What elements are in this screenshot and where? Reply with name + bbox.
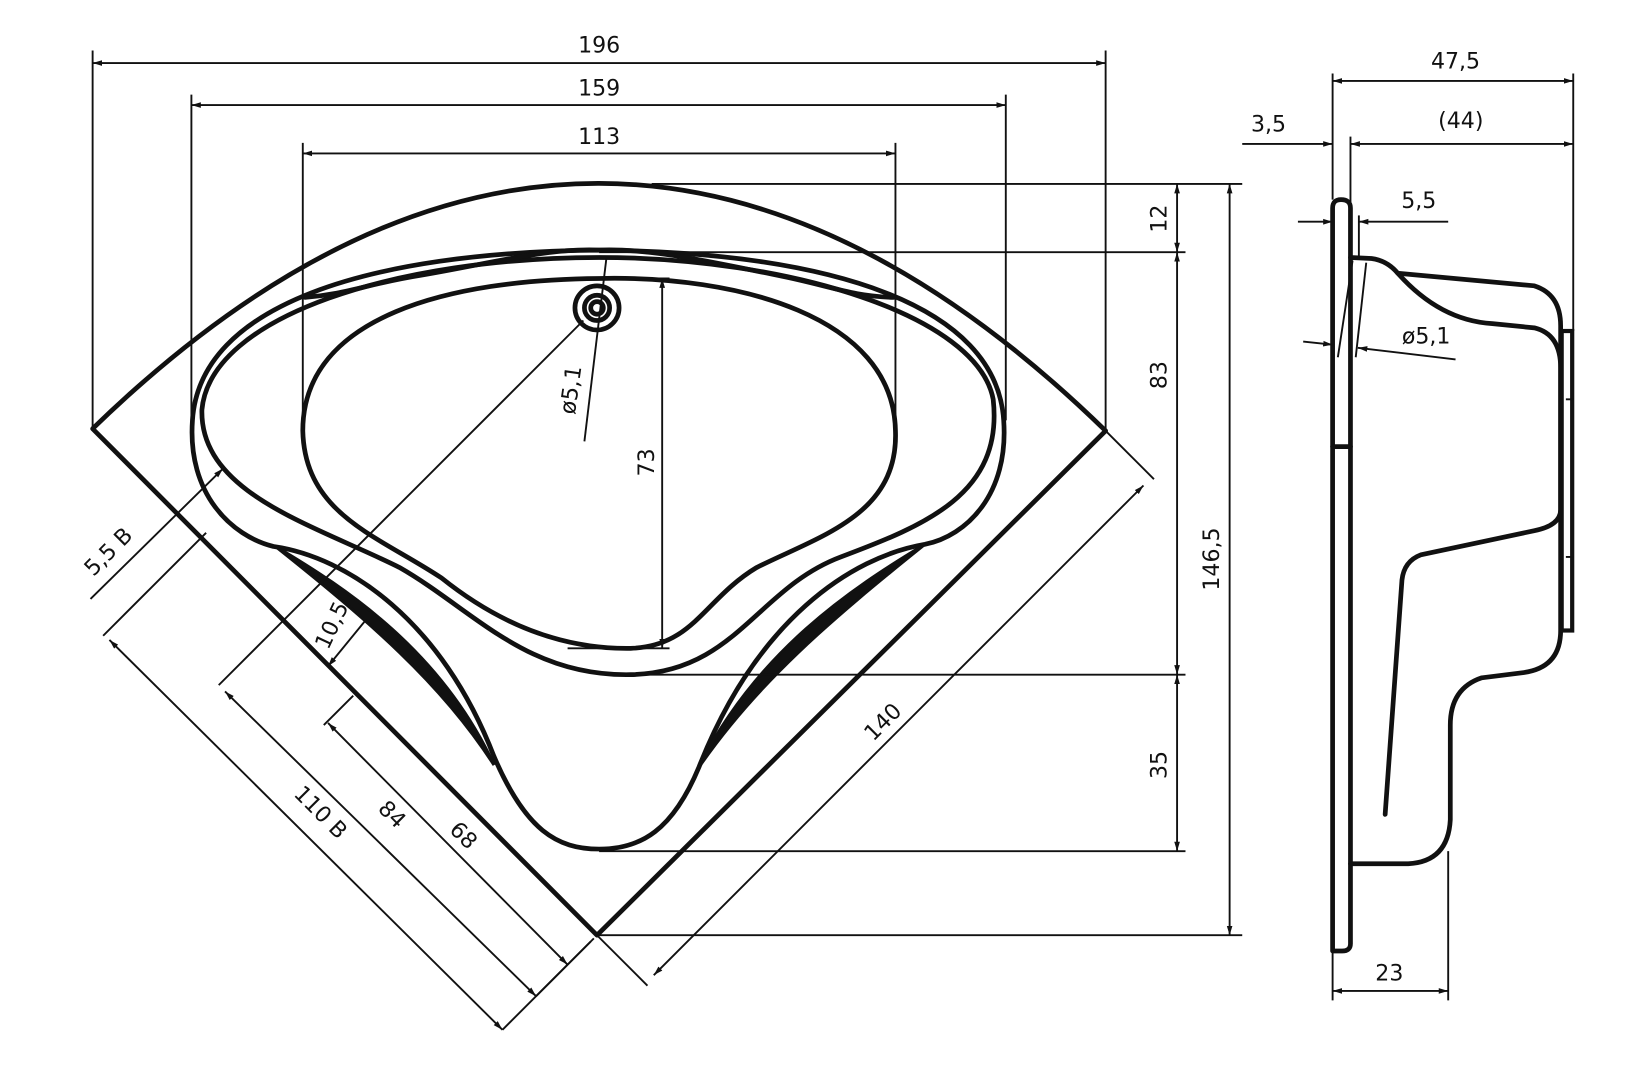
dim-rim-thickness: 3,5 [1251,112,1286,137]
dim-inner-height: (44) [1438,109,1483,134]
dim-overall-width: 196 [578,34,620,59]
side-rim-plate [1330,197,1353,954]
side-profile-inner [1348,255,1563,817]
dim-rim-to-lobes: 83 [1148,361,1173,389]
rim-contour [189,247,1007,852]
dim-lobes-to-seat: 35 [1148,751,1173,779]
dim-lobe-width: 10,5 [311,598,354,653]
tub-outline [90,181,1108,938]
side-profile-outer [1348,270,1563,867]
basin-inner [300,275,898,651]
dim-overall-depth: 146,5 [1200,527,1225,590]
dim-drain-diameter: ø5,1 [556,364,588,416]
dim-flange: 5,5 [1401,189,1436,214]
dim-rim-width: 159 [578,77,620,102]
dim-basin-width: 113 [578,125,620,150]
rim-wave [302,247,896,300]
dim-edge-offset: 5,5 B [80,523,138,581]
plan-view: 196 159 113 146,5 12 83 35 73 ø5,1 140 5… [80,34,1243,1031]
dim-rim-offset: 12 [1148,205,1173,233]
dim-seat-offset: 68 [444,817,482,855]
left-armrest [274,545,496,766]
dim-base-width: 23 [1375,961,1403,986]
dim-side-length-b: 110 B [288,781,351,844]
right-armrest [697,542,926,768]
side-view: 47,5 (44) 3,5 5,5 ø5,1 23 [1242,49,1575,1001]
dim-total-height: 47,5 [1431,49,1480,74]
dim-drain-offset: 84 [373,796,411,834]
dim-side-drain: ø5,1 [1402,325,1451,350]
side-apron [1559,328,1575,633]
dim-basin-length: 73 [635,448,660,476]
dim-side-length: 140 [860,699,907,746]
